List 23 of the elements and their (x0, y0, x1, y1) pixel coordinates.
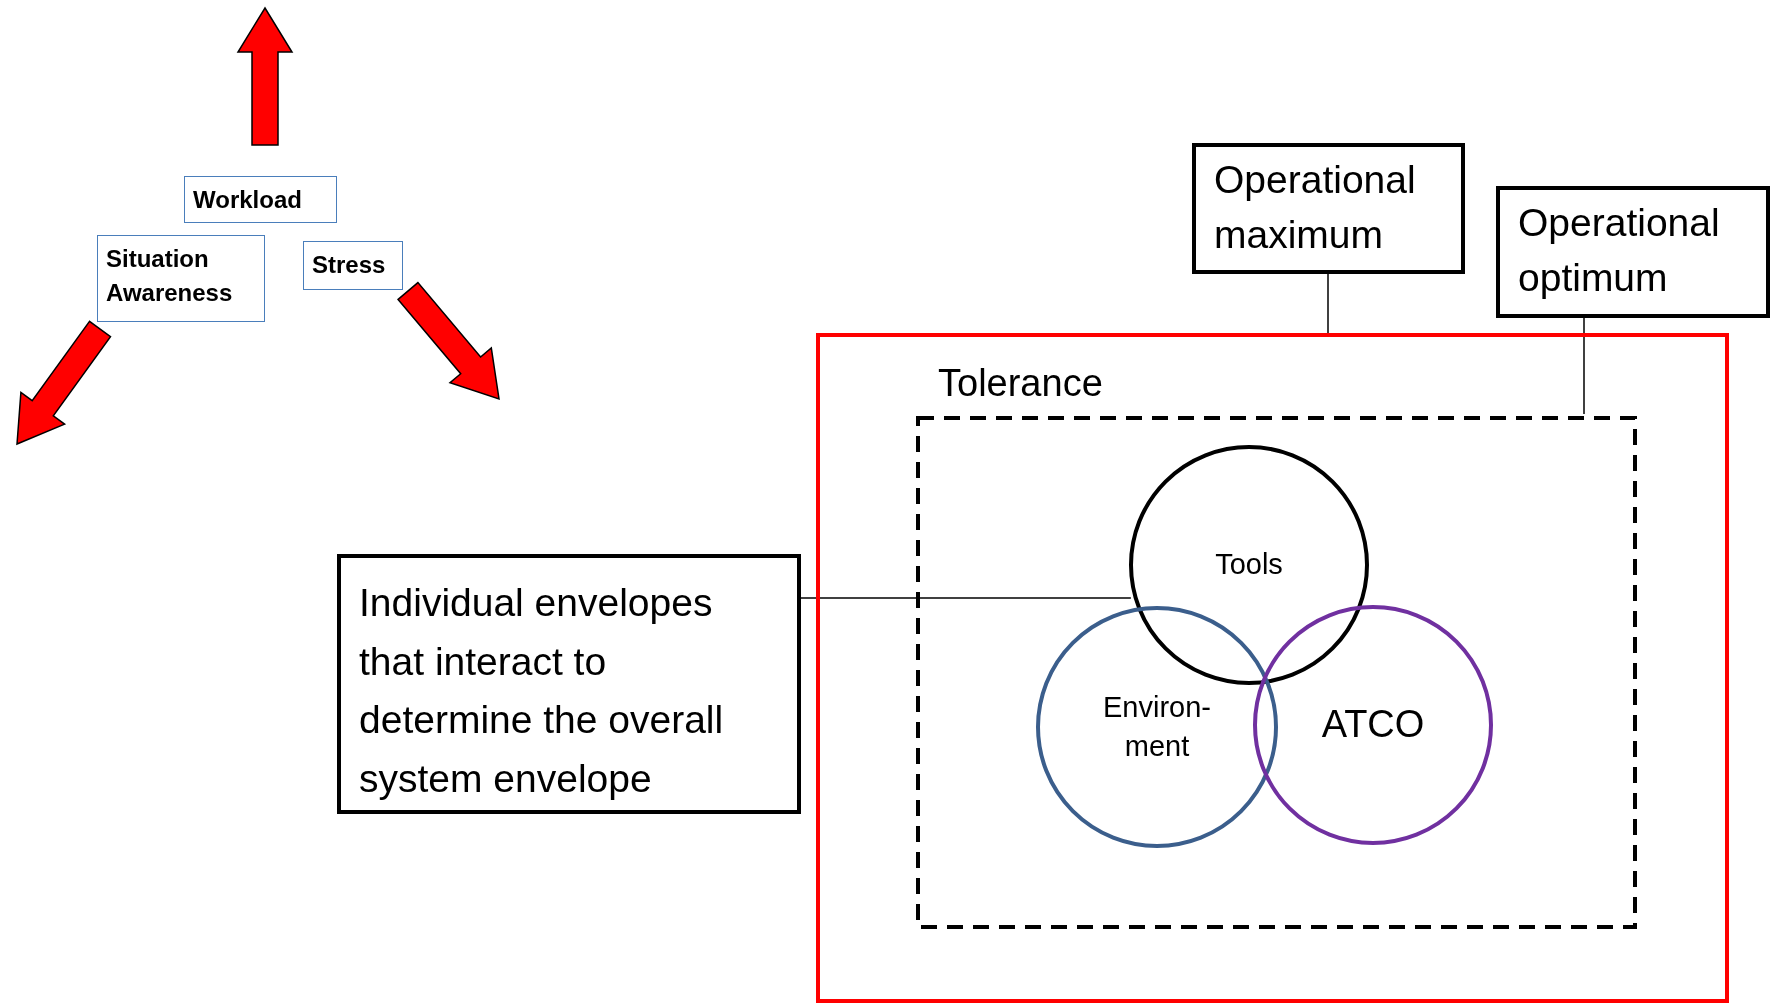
box-label: Stress (312, 250, 387, 280)
label-box (184, 176, 337, 223)
boundary-title: Tolerance (938, 362, 1103, 405)
envelope-circle (1036, 606, 1278, 848)
leader-line (1583, 317, 1585, 415)
leader-line (800, 597, 1132, 599)
box-label: Operational maximum (1214, 157, 1417, 258)
envelope-circle (1129, 445, 1369, 685)
callout-box (1192, 143, 1465, 274)
box-label: Workload (193, 185, 303, 215)
circle-label: ATCO (1321, 702, 1425, 748)
leader-line (1327, 273, 1329, 334)
envelope-circle (1253, 605, 1493, 845)
circle-label: Environ- ment (1102, 689, 1212, 764)
callout-box (337, 554, 801, 814)
label-box (303, 241, 403, 290)
circle-label: Tools (1215, 547, 1283, 583)
operational-boundary (816, 333, 1729, 1003)
box-label: Operational optimum (1518, 200, 1721, 301)
box-label: Situation Awareness (106, 244, 234, 308)
box-label: Individual envelopes that interact to determine the overall system envelope (359, 580, 725, 802)
callout-box (1496, 186, 1770, 318)
label-box (97, 235, 265, 322)
